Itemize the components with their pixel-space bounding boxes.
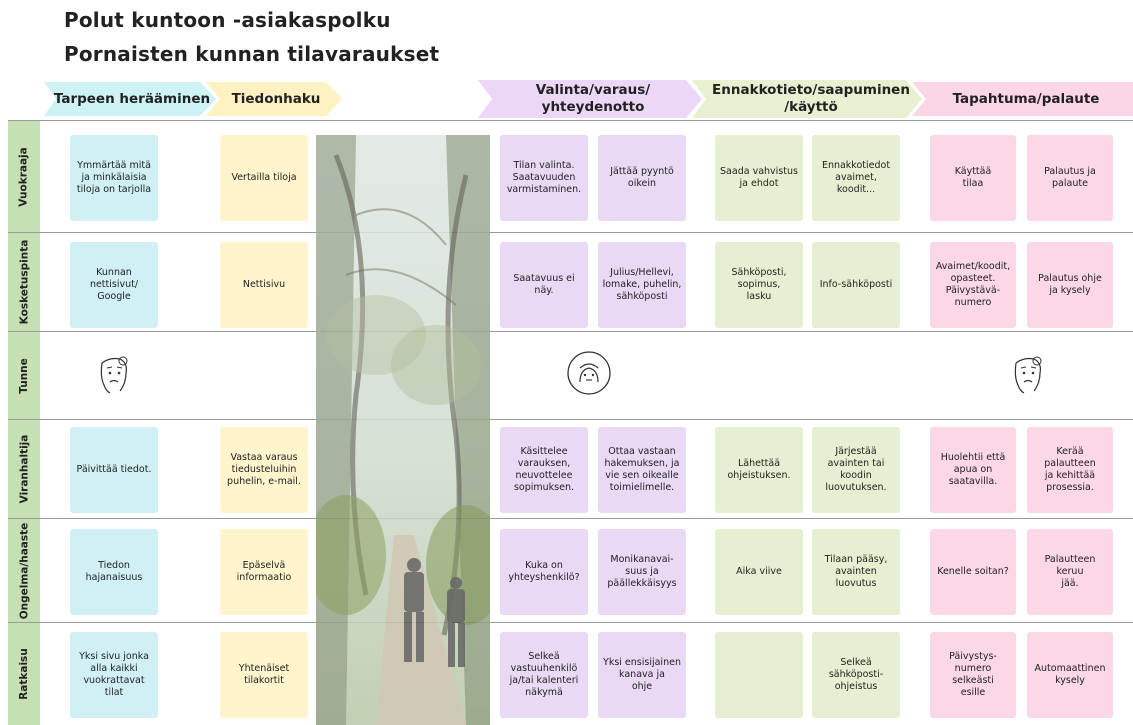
card-ongelma-2: Epäselvä informaatio (220, 529, 308, 615)
card-viranhaltija-7: Huolehtii että apua on saatavilla. (930, 427, 1016, 513)
card-ongelma-8: Palautteen keruu jää. (1027, 529, 1113, 615)
stage-arrow-1 (44, 82, 216, 116)
row-divider (8, 419, 1133, 420)
card-ongelma-1: Tiedon hajanaisuus (70, 529, 158, 615)
card-vuokraaja-4: Jättää pyyntö oikein (598, 135, 686, 221)
card-ratkaisu-8: Automaattinen kysely (1027, 632, 1113, 718)
row-label-vuokraaja: Vuokraaja (8, 121, 40, 232)
stage-label-5: Tapahtuma/palaute (952, 90, 1100, 107)
card-ratkaisu-3: Selkeä vastuuhenkilö ja/tai kalenteri nä… (500, 632, 588, 718)
card-vuokraaja-8: Palautus ja palaute (1027, 135, 1113, 221)
card-viranhaltija-6: Järjestää avainten tai koodin luovutukse… (812, 427, 900, 513)
card-vuokraaja-1: Ymmärtää mitä ja minkälaisia tiloja on t… (70, 135, 158, 221)
card-kosketuspinta-2: Nettisivu (220, 242, 308, 328)
card-viranhaltija-1: Päivittää tiedot. (70, 427, 158, 513)
confused-face-icon (1014, 356, 1042, 394)
card-kosketuspinta-4: Julius/Hellevi, lomake, puhelin, sähköpo… (598, 242, 686, 328)
confused-face-icon (100, 356, 128, 394)
row-divider (8, 518, 1133, 519)
card-viranhaltija-4: Ottaa vastaan hakemuksen, ja vie sen oik… (598, 427, 686, 513)
card-viranhaltija-5: Lähettää ohjeistuksen. (715, 427, 803, 513)
card-vuokraaja-6: Ennakkotiedot avaimet, koodit... (812, 135, 900, 221)
stage-arrow-5 (912, 82, 1133, 116)
row-label-ongelma: Ongelma/haaste (8, 519, 40, 622)
card-kosketuspinta-6: Info-sähköposti (812, 242, 900, 328)
row-label-tunne: Tunne (8, 332, 40, 419)
card-ongelma-4: Monikanavai- suus ja päällekkäisyys (598, 529, 686, 615)
card-vuokraaja-5: Saada vahvistus ja ehdot (715, 135, 803, 221)
stage-label-2: Tiedonhaku (231, 90, 321, 107)
card-ongelma-5: Aika viive (715, 529, 803, 615)
row-divider (8, 120, 1133, 121)
card-ratkaisu-5 (715, 632, 803, 718)
card-ongelma-7: Kenelle soitan? (930, 529, 1016, 615)
card-vuokraaja-3: Tilan valinta. Saatavuuden varmistaminen… (500, 135, 588, 221)
title-line-2: Pornaisten kunnan tilavaraukset (64, 42, 440, 66)
card-ratkaisu-1: Yksi sivu jonka alla kaikki vuokrattavat… (70, 632, 158, 718)
card-viranhaltija-3: Käsittelee varauksen, neuvottelee sopimu… (500, 427, 588, 513)
park-path-photo (316, 135, 490, 725)
card-viranhaltija-8: Kerää palautteen ja kehittää prosessia. (1027, 427, 1113, 513)
row-label-viranhaltija: Viranhaltija (8, 420, 40, 518)
card-vuokraaja-7: Käyttää tilaa (930, 135, 1016, 221)
stage-label-3: Valinta/varaus/ yhteydenotto (535, 82, 651, 115)
card-kosketuspinta-3: Saatavuus ei näy. (500, 242, 588, 328)
card-kosketuspinta-1: Kunnan nettisivut/ Google (70, 242, 158, 328)
stage-arrow-2 (206, 82, 342, 116)
card-kosketuspinta-7: Avaimet/koodit, opasteet. Päivystävä- nu… (930, 242, 1016, 328)
card-ratkaisu-7: Päivystys- numero selkeästi esille (930, 632, 1016, 718)
row-divider (8, 232, 1133, 233)
stage-label-1: Tarpeen herääminen (53, 90, 211, 107)
row-label-ratkaisu: Ratkaisu (8, 623, 40, 725)
row-divider (8, 622, 1133, 623)
card-ratkaisu-2: Yhtenäiset tilakortit (220, 632, 308, 718)
neutral-face-icon (567, 351, 611, 395)
row-label-kosketuspinta: Kosketuspinta (8, 233, 40, 331)
title-line-1: Polut kuntoon -asiakaspolku (64, 8, 391, 32)
card-viranhaltija-2: Vastaa varaus tiedusteluihin puhelin, e-… (220, 427, 308, 513)
stage-arrow-3 (478, 80, 702, 118)
card-ongelma-6: Tilaan pääsy, avainten luovutus (812, 529, 900, 615)
card-kosketuspinta-8: Palautus ohje ja kysely (1027, 242, 1113, 328)
card-kosketuspinta-5: Sähköposti, sopimus, lasku (715, 242, 803, 328)
card-ratkaisu-6: Selkeä sähköposti- ohjeistus (812, 632, 900, 718)
card-ratkaisu-4: Yksi ensisijainen kanava ja ohje (598, 632, 686, 718)
stage-label-4: Ennakkotieto/saapuminen /käyttö (712, 82, 910, 115)
stage-arrow-4 (692, 80, 922, 118)
row-divider (8, 331, 1133, 332)
card-vuokraaja-2: Vertailla tiloja (220, 135, 308, 221)
stage-arrows (44, 80, 1133, 118)
card-ongelma-3: Kuka on yhteyshenkilö? (500, 529, 588, 615)
